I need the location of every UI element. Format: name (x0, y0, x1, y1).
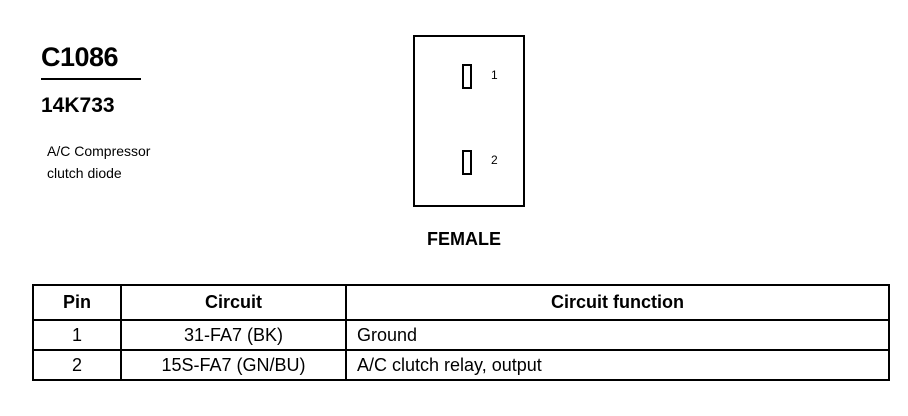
header-circuit-function: Circuit function (345, 284, 890, 321)
cell-pin: 1 (32, 319, 122, 351)
connector-description-line-1: A/C Compressor (47, 143, 151, 159)
cell-circuit-function: A/C clutch relay, output (345, 349, 890, 381)
table-row: 2 15S-FA7 (GN/BU) A/C clutch relay, outp… (32, 349, 890, 381)
cell-circuit-function: Ground (345, 319, 890, 351)
connector-id: C1086 (41, 42, 119, 72)
pin-2-terminal (462, 150, 472, 175)
pin-1-label: 1 (491, 68, 498, 82)
cell-pin: 2 (32, 349, 122, 381)
connector-face-outline (413, 35, 525, 207)
pin-1-terminal (462, 64, 472, 89)
part-number: 14K733 (41, 94, 115, 117)
connector-gender-label: FEMALE (427, 229, 501, 249)
header-circuit: Circuit (120, 284, 347, 321)
connector-id-underline (41, 78, 141, 80)
cell-circuit: 31-FA7 (BK) (120, 319, 347, 351)
header-pin: Pin (32, 284, 122, 321)
pinout-table: Pin Circuit Circuit function 1 31-FA7 (B… (32, 284, 890, 381)
pin-2-label: 2 (491, 153, 498, 167)
table-row: 1 31-FA7 (BK) Ground (32, 319, 890, 351)
table-header-row: Pin Circuit Circuit function (32, 284, 890, 321)
connector-description-line-2: clutch diode (47, 165, 122, 181)
cell-circuit: 15S-FA7 (GN/BU) (120, 349, 347, 381)
